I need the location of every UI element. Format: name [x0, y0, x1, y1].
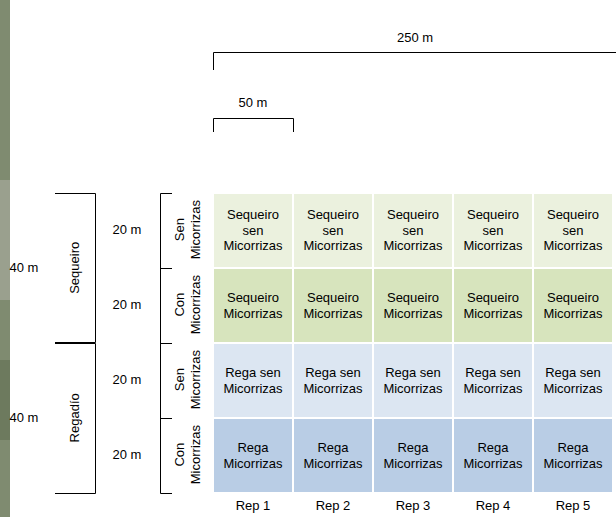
dimension-line: [214, 53, 616, 71]
plot-cell: Rega sen Micorrizas: [293, 343, 373, 418]
plot-cell: Sequeiro sen Micorrizas: [293, 193, 373, 268]
cell-label: Rega Micorrizas: [454, 438, 532, 473]
cell-label: Sequeiro Micorrizas: [454, 288, 532, 323]
plot-cell: Rega sen Micorrizas: [213, 343, 293, 418]
plot-cell: Sequeiro sen Micorrizas: [533, 193, 613, 268]
row-label: Sen Micorrizas: [172, 345, 203, 415]
dimension-line: [214, 119, 294, 133]
plot-cell: Sequeiro Micorrizas: [213, 268, 293, 343]
dimension-label: 40 m: [10, 410, 39, 426]
plot-cell: Rega sen Micorrizas: [533, 343, 613, 418]
plot-cell: Sequeiro sen Micorrizas: [373, 193, 453, 268]
group-bracket: [55, 194, 96, 343]
cell-label: Sequeiro Micorrizas: [214, 288, 292, 323]
plot-cell: Sequeiro Micorrizas: [453, 268, 533, 343]
plot-cell: Rega sen Micorrizas: [453, 343, 533, 418]
cell-label: Sequeiro sen Micorrizas: [374, 205, 452, 256]
plot-cell: Sequeiro Micorrizas: [533, 268, 613, 343]
plot-cell: Sequeiro sen Micorrizas: [453, 193, 533, 268]
plot-cell: Rega Micorrizas: [453, 418, 533, 493]
dimension-brackets: [55, 53, 616, 494]
plot-cell: Rega Micorrizas: [373, 418, 453, 493]
plot-cell: Rega sen Micorrizas: [373, 343, 453, 418]
cell-label: Rega sen Micorrizas: [454, 363, 532, 398]
cell-label: Rega Micorrizas: [374, 438, 452, 473]
cell-label: Rega sen Micorrizas: [534, 363, 612, 398]
row-label: Con Micorrizas: [172, 270, 203, 340]
plot-cell: Sequeiro Micorrizas: [293, 268, 373, 343]
dimension-label: Rep 1: [236, 498, 271, 514]
group-bracket: [55, 344, 96, 494]
plot-cell: Sequeiro Micorrizas: [373, 268, 453, 343]
row-label: Sen Micorrizas: [172, 195, 203, 265]
cell-label: Sequeiro Micorrizas: [374, 288, 452, 323]
plot-cell: Rega Micorrizas: [213, 418, 293, 493]
cell-label: Rega sen Micorrizas: [374, 363, 452, 398]
cell-label: Sequeiro sen Micorrizas: [294, 205, 372, 256]
cell-label: Rega sen Micorrizas: [294, 363, 372, 398]
cell-label: Sequeiro sen Micorrizas: [214, 205, 292, 256]
dimension-label: Rep 4: [476, 498, 511, 514]
dimension-label: 20 m: [113, 372, 142, 388]
dimension-label: 20 m: [113, 447, 142, 463]
cell-label: Sequeiro sen Micorrizas: [454, 205, 532, 256]
plot-cell: Rega Micorrizas: [533, 418, 613, 493]
dimension-label: Rep 3: [396, 498, 431, 514]
satellite-strip: [0, 180, 10, 300]
satellite-strip: [0, 0, 10, 517]
cell-label: Sequeiro Micorrizas: [294, 288, 372, 323]
dimension-label: 50 m: [239, 95, 268, 111]
cell-label: Rega Micorrizas: [214, 438, 292, 473]
cell-label: Rega Micorrizas: [534, 438, 612, 473]
cell-label: Sequeiro Micorrizas: [534, 288, 612, 323]
row-label: Sequeiro: [67, 233, 83, 303]
row-label: Regadío: [67, 383, 83, 453]
row-label: Con Micorrizas: [172, 420, 203, 490]
dimension-label: 250 m: [397, 30, 433, 46]
dimension-label: Rep 2: [316, 498, 351, 514]
dimension-label: 20 m: [113, 297, 142, 313]
satellite-strip: [0, 360, 10, 440]
dimension-label: 20 m: [113, 222, 142, 238]
plot-cell: Rega Micorrizas: [293, 418, 373, 493]
cell-label: Rega sen Micorrizas: [214, 363, 292, 398]
row-bracket: [161, 194, 173, 494]
cell-label: Sequeiro sen Micorrizas: [534, 205, 612, 256]
dimension-label: Rep 5: [556, 498, 591, 514]
plot-cell: Sequeiro sen Micorrizas: [213, 193, 293, 268]
cell-label: Rega Micorrizas: [294, 438, 372, 473]
dimension-label: 40 m: [10, 260, 39, 276]
